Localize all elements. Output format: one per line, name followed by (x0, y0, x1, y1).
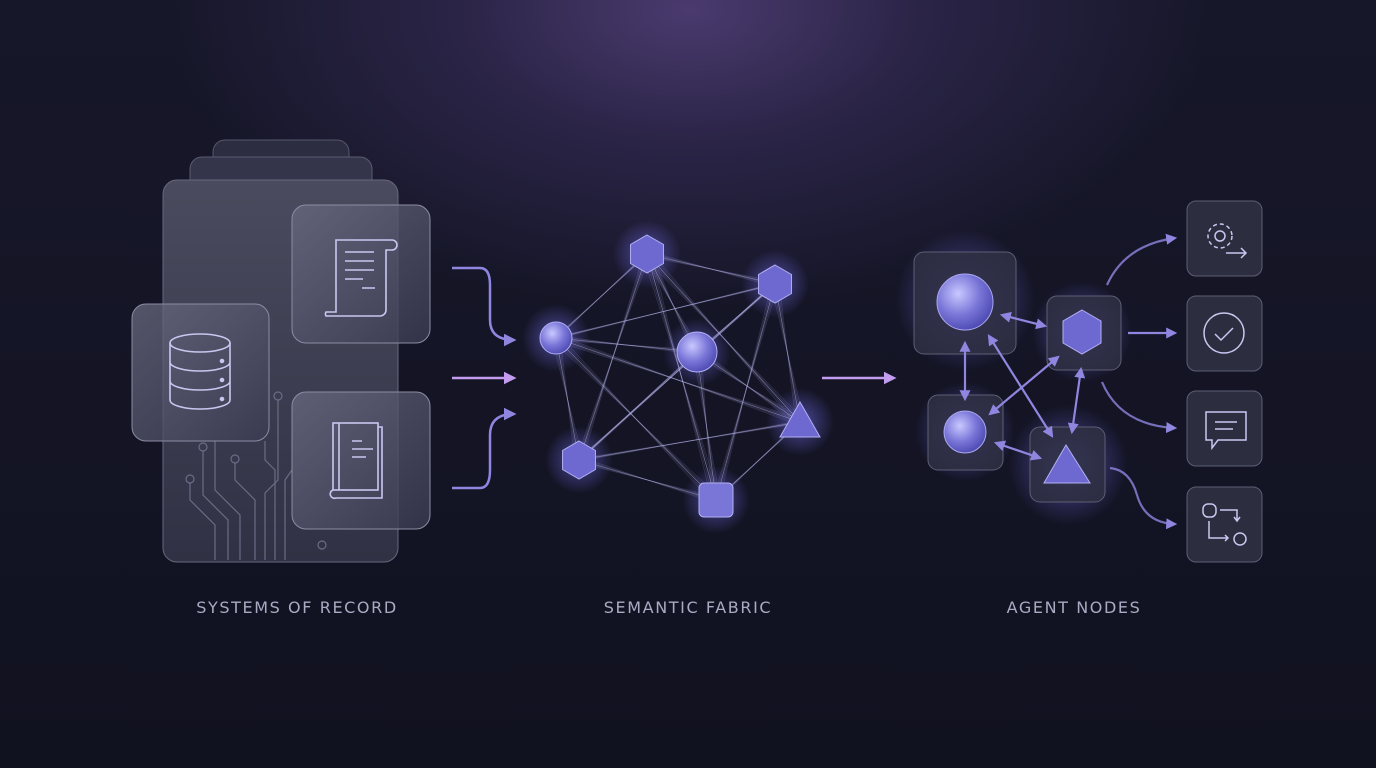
fabric-edge (557, 336, 578, 462)
fabric-edge (578, 351, 698, 461)
fabric-edge (559, 335, 713, 503)
fabric-edge (650, 251, 713, 503)
semantic-fabric-group (522, 220, 834, 534)
fabric-edge (576, 252, 650, 462)
triangle-node-icon (1043, 444, 1091, 484)
hexagon-fabric-node (758, 264, 792, 304)
fabric-edge (553, 252, 650, 340)
fabric-edge (555, 283, 776, 339)
sphere-fabric-node (539, 321, 573, 355)
book-icon (329, 422, 383, 500)
fabric-edge (696, 351, 717, 501)
fabric-edge (776, 282, 799, 424)
fabric-edge (648, 252, 715, 502)
fabric-edge (698, 350, 715, 502)
fabric-edge (555, 253, 648, 339)
workflow-icon (1202, 503, 1247, 546)
small-sphere-node-icon (943, 410, 987, 454)
fabric-edge (696, 351, 801, 423)
fabric-edge (576, 350, 700, 462)
fabric-edge (555, 337, 698, 353)
systems-of-record-label: SYSTEMS OF RECORD (196, 598, 398, 617)
fabric-edge (551, 281, 780, 341)
fabric-edge (576, 420, 803, 462)
fabric-edge (582, 457, 713, 503)
fabric-edge (578, 253, 648, 461)
database-card (131, 303, 270, 442)
hexagon-fabric-node (630, 234, 664, 274)
fabric-edge (715, 283, 776, 501)
fabric-edge (774, 283, 801, 423)
fabric-edge (574, 419, 805, 463)
database-icon (169, 333, 231, 410)
output-chat-card (1186, 390, 1263, 467)
output-workflow-card (1186, 486, 1263, 563)
fabric-edge (580, 458, 715, 502)
fabric-edge (559, 335, 797, 425)
fabric-edge (559, 335, 694, 355)
agent-nodes-label: AGENT NODES (1006, 598, 1142, 617)
fabric-edge (574, 251, 652, 463)
sphere-fabric-node (676, 331, 718, 373)
circuit-traces (185, 391, 327, 560)
fabric-edge (646, 253, 776, 285)
fabric-edge (557, 336, 715, 502)
output-arrows (1100, 233, 1178, 530)
fabric-edge (578, 459, 717, 501)
fabric-edge (711, 281, 780, 503)
book-card (291, 391, 431, 530)
hexagon-fabric-node (562, 440, 596, 480)
fabric-edge (700, 349, 797, 425)
agent-nodes-group (895, 200, 1263, 563)
semantic-fabric-label: SEMANTIC FABRIC (603, 598, 773, 617)
fabric-edge (574, 349, 702, 463)
fabric-edge (555, 337, 717, 501)
fabric-edge (700, 349, 713, 503)
check-circle-icon (1203, 312, 1245, 354)
fabric-edge (559, 335, 576, 463)
input-arrows (452, 266, 517, 490)
fabric-edge (555, 337, 801, 423)
fabric-edge (553, 282, 778, 340)
fabric-edge (578, 283, 776, 461)
fabric-edge (698, 350, 799, 424)
fabric-edge (648, 252, 774, 286)
fabric-edge (648, 252, 799, 424)
arrow-book-to-fabric (452, 407, 517, 490)
fabric-edge (713, 282, 778, 502)
chat-bubble-icon (1205, 411, 1247, 451)
cube-fabric-node (698, 482, 734, 518)
hexagon-node-icon (1062, 309, 1102, 355)
arrow-document-to-fabric (452, 266, 517, 347)
triangle-fabric-node (779, 400, 821, 438)
fabric-edge (646, 253, 801, 423)
fabric-edge (646, 253, 717, 501)
systems-of-record-group (131, 139, 431, 563)
gear-arrow-icon (1207, 223, 1248, 259)
agent-links (959, 311, 1086, 461)
fabric-edge (557, 336, 696, 354)
output-check-card (1186, 295, 1263, 372)
output-gear-card (1186, 200, 1263, 277)
sphere-node-icon (936, 273, 994, 331)
fabric-edge (650, 251, 797, 425)
document-scroll-icon (324, 239, 398, 317)
fabric-edge (551, 251, 652, 341)
fabric-edge (650, 251, 772, 287)
document-card (291, 204, 431, 344)
fabric-edge (578, 421, 801, 461)
fabric-edge (574, 281, 780, 463)
fabric-edge (778, 281, 797, 425)
fabric-edge (557, 336, 799, 424)
fabric-edge (555, 337, 580, 461)
